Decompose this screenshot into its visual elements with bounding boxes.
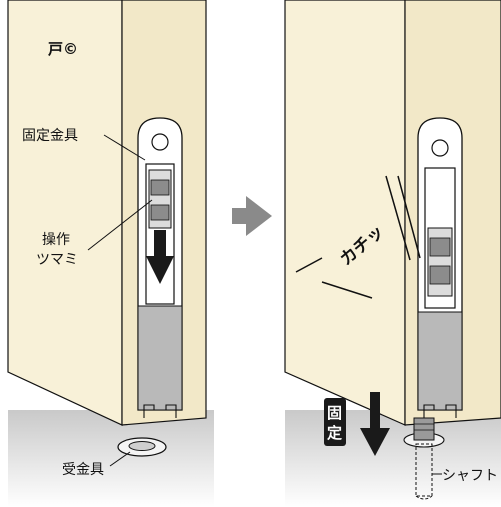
right-operating-knob <box>427 227 453 297</box>
fixing-bracket-leader <box>103 134 146 161</box>
shaft-label: シャフト <box>442 468 498 484</box>
left-panel: 戸© 固定金具 操作 ツマミ 受金具 <box>7 0 214 507</box>
fixed-badge: 固 定 <box>324 398 346 446</box>
right-floor <box>285 410 501 507</box>
fixed-badge-char2: 定 <box>327 424 342 442</box>
receiver-leader <box>109 451 131 467</box>
right-down-arrow-icon <box>360 392 390 456</box>
right-screw-hole <box>431 139 449 157</box>
knob-label-line2: ツマミ <box>36 252 78 268</box>
fixing-bracket-label: 固定金具 <box>22 128 78 144</box>
receiver-label: 受金具 <box>62 462 104 478</box>
left-receiver-bracket <box>117 437 167 457</box>
door-label: 戸© <box>48 40 78 58</box>
left-door-face <box>7 0 123 426</box>
click-motion-lines <box>295 175 421 299</box>
left-flush-bolt <box>137 117 183 418</box>
right-shaft <box>403 417 445 500</box>
right-panel: カチッ 固 定 シャフト <box>284 0 501 507</box>
right-arrow-icon <box>232 196 272 236</box>
left-down-arrow-icon <box>146 230 174 284</box>
right-flush-bolt <box>417 117 463 418</box>
knob-label-line1: 操作 <box>42 232 70 248</box>
left-operating-knob <box>148 169 172 229</box>
left-screw-hole <box>151 133 169 151</box>
knob-leader <box>87 199 153 251</box>
fixed-badge-char1: 固 <box>327 404 342 422</box>
right-door-face <box>284 0 406 426</box>
left-floor <box>8 410 214 507</box>
